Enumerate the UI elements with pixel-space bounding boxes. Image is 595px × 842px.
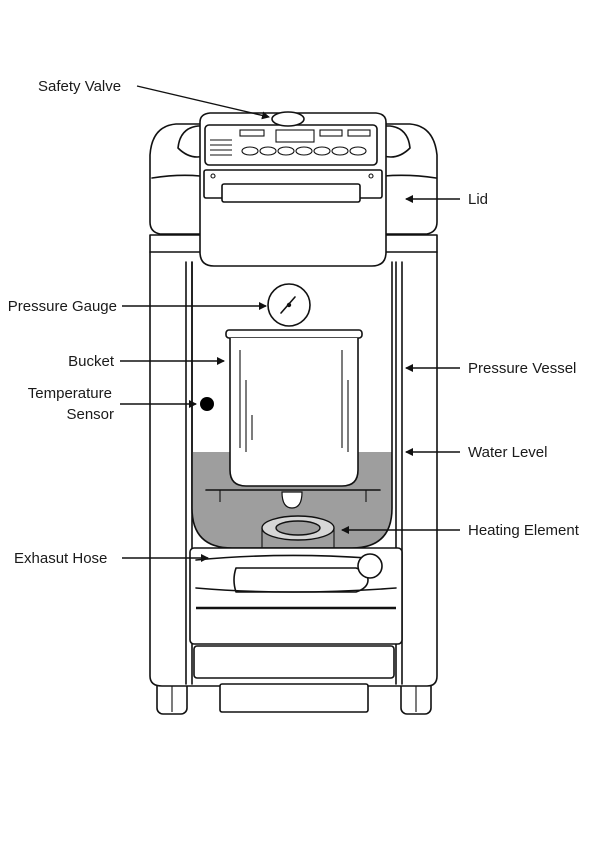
label-safety-valve: Safety Valve	[38, 78, 270, 120]
heating-element-label: Heating Element	[468, 522, 580, 539]
label-temperature-sensor: Temperature Sensor	[28, 385, 197, 423]
pressure-gauge	[267, 283, 311, 327]
bucket-label: Bucket	[68, 353, 115, 370]
exhaust-hose	[233, 567, 369, 593]
hose-connector	[357, 553, 383, 579]
lid-label: Lid	[468, 191, 488, 208]
autoclave-machine	[149, 111, 438, 715]
label-lid: Lid	[405, 191, 488, 208]
temperature-sensor-label-line1: Temperature	[28, 385, 112, 402]
label-pressure-gauge: Pressure Gauge	[8, 298, 267, 315]
exhaust-hose-label: Exhasut Hose	[14, 550, 107, 567]
water-level-label: Water Level	[468, 444, 547, 461]
label-bucket: Bucket	[68, 353, 225, 370]
pressure-gauge-label: Pressure Gauge	[8, 298, 117, 315]
vent-grille	[210, 139, 232, 156]
control-buttons	[241, 146, 367, 156]
safety-valve-knob	[271, 111, 305, 127]
pressure-vessel-label: Pressure Vessel	[468, 360, 576, 377]
safety-valve-label: Safety Valve	[38, 78, 121, 95]
label-heating-element: Heating Element	[341, 522, 580, 539]
label-exhaust-hose: Exhasut Hose	[14, 550, 209, 567]
label-water-level: Water Level	[405, 444, 547, 461]
label-pressure-vessel: Pressure Vessel	[405, 360, 576, 377]
temperature-sensor-label-line2: Sensor	[66, 406, 114, 423]
bucket	[225, 329, 363, 487]
heating-element	[261, 515, 335, 548]
temperature-sensor	[200, 397, 214, 411]
